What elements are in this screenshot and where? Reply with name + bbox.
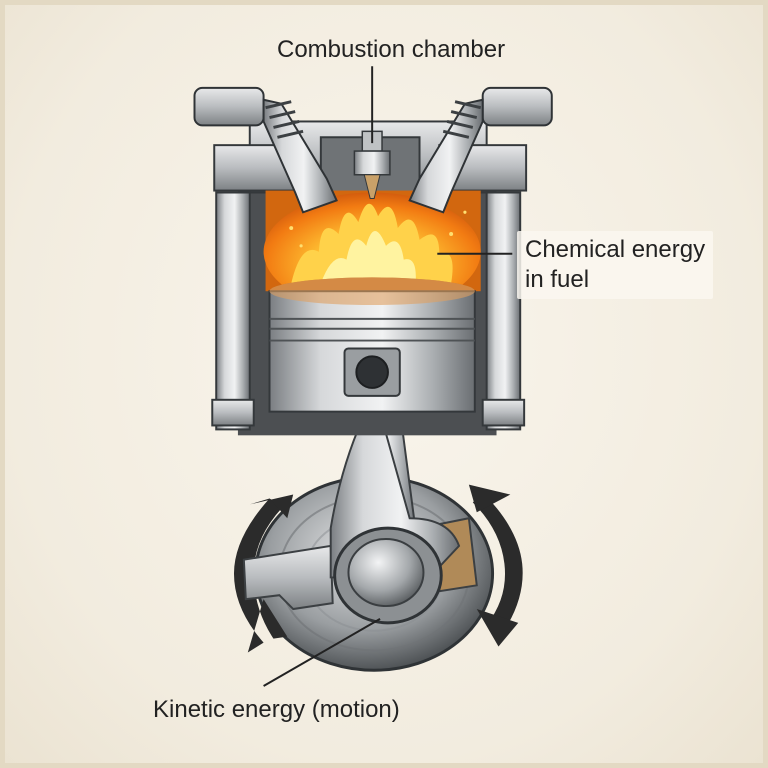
- kinetic-energy-label: Kinetic energy (motion): [153, 695, 400, 725]
- crank-hub: [335, 528, 442, 623]
- engine-illustration: [5, 5, 763, 763]
- chemical-energy-label-line1: Chemical energy: [525, 235, 705, 265]
- combustion-chamber-label: Combustion chamber: [277, 35, 505, 65]
- chemical-energy-label-line2: in fuel: [525, 265, 705, 295]
- chemical-energy-label: Chemical energy in fuel: [517, 231, 713, 299]
- piston: [270, 277, 475, 411]
